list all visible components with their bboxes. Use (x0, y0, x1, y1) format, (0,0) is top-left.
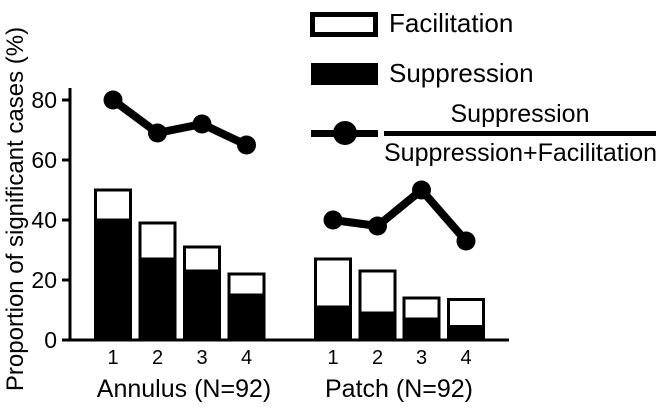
y-tick-label: 0 (44, 327, 57, 353)
bar-suppression-g1-c1 (94, 218, 132, 342)
bar-suppression-g1-c4 (227, 293, 266, 342)
ratio-dot-icon (333, 121, 357, 145)
group-label: Annulus (N=92) (97, 375, 271, 403)
ratio-point-g1-c1 (103, 90, 123, 110)
fraction-bar (384, 131, 656, 136)
ratio-point-g2-c3 (412, 180, 431, 200)
category-label: 2 (152, 347, 163, 369)
ratio-line-g2 (332, 186, 470, 244)
suppression-swatch-icon (311, 63, 378, 85)
category-label: 1 (327, 347, 338, 369)
facilitation-swatch-icon (310, 12, 378, 37)
ratio-point-g1-c3 (192, 114, 212, 134)
bar-suppression-g1-c2 (138, 257, 177, 342)
ratio-point-g1-c2 (148, 123, 167, 143)
ratio-numerator-label: Suppression (450, 100, 590, 128)
ratio-point-g2-c4 (456, 231, 476, 251)
facilitation-legend-label: Facilitation (389, 8, 514, 38)
group-label: Patch (N=92) (325, 375, 473, 403)
category-label: 1 (107, 347, 118, 369)
bar-suppression-g2-c4 (447, 325, 485, 342)
ratio-point-g2-c2 (368, 216, 387, 236)
suppression-legend-label: Suppression (389, 58, 534, 88)
y-tick-label: 20 (31, 267, 57, 293)
category-label: 4 (460, 347, 471, 369)
y-tick-label: 80 (31, 87, 57, 113)
ratio-denominator-label: Suppression+Facilitation (384, 139, 658, 167)
bar-suppression-g2-c2 (358, 311, 397, 342)
y-tick-label: 60 (31, 147, 57, 173)
ratio-point-g2-c1 (323, 210, 343, 230)
category-label: 4 (241, 347, 252, 369)
category-label: 3 (416, 347, 427, 369)
ratio-fraction: Suppression Suppression+Facilitation (384, 100, 658, 167)
category-label: 2 (372, 347, 383, 369)
ratio-line-g1 (110, 96, 249, 149)
category-label: 3 (196, 347, 207, 369)
bar-suppression-g2-c3 (402, 317, 441, 342)
bar-suppression-g2-c1 (314, 305, 352, 342)
bar-suppression-g1-c3 (183, 269, 221, 342)
ratio-point-g1-c4 (237, 135, 256, 155)
y-tick-label: 40 (31, 207, 57, 233)
